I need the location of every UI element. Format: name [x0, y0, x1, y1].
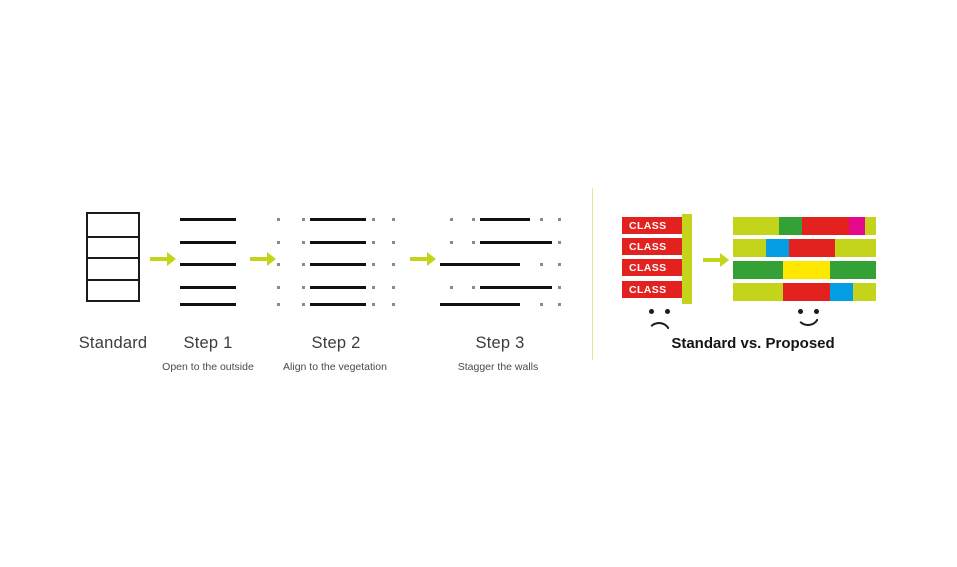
vegetation-dot	[558, 241, 561, 244]
wall-line	[310, 218, 366, 221]
step-caption-step3: Stagger the walls	[457, 361, 539, 373]
vegetation-dot	[450, 218, 453, 221]
arrow-icon	[703, 253, 729, 267]
wall-line	[440, 263, 520, 266]
segment	[834, 239, 876, 257]
class-bar: CLASS	[622, 217, 682, 234]
segment	[733, 239, 766, 257]
step-label-standard: Standard	[78, 334, 148, 352]
wall-line	[310, 241, 366, 244]
vegetation-dot	[472, 241, 475, 244]
vegetation-dot	[372, 218, 375, 221]
segment	[778, 217, 802, 235]
segment	[733, 283, 784, 301]
standard-floorplan-box	[86, 212, 140, 302]
wall-line	[480, 218, 530, 221]
wall-line	[180, 263, 236, 266]
vegetation-dot	[392, 218, 395, 221]
step-caption-step1: Open to the outside	[162, 361, 254, 373]
proposed-row	[733, 261, 876, 279]
vegetation-dot	[277, 263, 280, 266]
proposed-row	[733, 283, 876, 301]
class-bar: CLASS	[622, 281, 682, 298]
segment	[788, 239, 835, 257]
wall-line	[180, 218, 236, 221]
step-label-step2: Step 2	[311, 334, 361, 352]
wall-line	[440, 303, 520, 306]
arrow-icon	[410, 252, 436, 266]
wall-line	[180, 303, 236, 306]
segment	[783, 283, 831, 301]
wall-line	[310, 303, 366, 306]
class-bar: CLASS	[622, 238, 682, 255]
proposed-row	[733, 217, 876, 235]
vegetation-dot	[540, 303, 543, 306]
vegetation-dot	[372, 241, 375, 244]
vegetation-dot	[540, 218, 543, 221]
vegetation-dot	[558, 286, 561, 289]
segment	[783, 261, 831, 279]
segment	[864, 217, 876, 235]
step1-walls-group	[180, 205, 236, 315]
class-bar: CLASS	[622, 259, 682, 276]
vegetation-dot	[392, 241, 395, 244]
vegetation-dot	[302, 263, 305, 266]
vegetation-dot	[302, 286, 305, 289]
room-divider	[88, 278, 138, 281]
step-label-step1: Step 1	[183, 334, 233, 352]
room-divider	[88, 257, 138, 259]
sad-face-icon	[640, 309, 680, 335]
step-label-step3: Step 3	[475, 334, 525, 352]
segment	[830, 261, 876, 279]
vegetation-dot	[277, 286, 280, 289]
vegetation-dot	[302, 241, 305, 244]
panel-divider	[592, 188, 593, 360]
vegetation-dot	[450, 241, 453, 244]
arrow-icon	[150, 252, 176, 266]
vegetation-dot	[392, 303, 395, 306]
vegetation-dot	[372, 286, 375, 289]
segment	[830, 283, 854, 301]
proposed-row	[733, 239, 876, 257]
step2-walls-group	[276, 205, 396, 315]
step-caption-step2: Align to the vegetation	[283, 361, 387, 373]
vegetation-dot	[302, 303, 305, 306]
segment	[765, 239, 789, 257]
vegetation-dot	[450, 286, 453, 289]
vegetation-dot	[392, 286, 395, 289]
vegetation-dot	[277, 241, 280, 244]
wall-line	[310, 286, 366, 289]
wall-line	[310, 263, 366, 266]
room-divider	[88, 235, 138, 238]
vegetation-dot	[540, 263, 543, 266]
vegetation-dot	[392, 263, 395, 266]
standard-green-strip	[682, 214, 692, 304]
panel-title-standard-vs-proposed: Standard vs. Proposed	[671, 335, 835, 352]
vegetation-dot	[558, 263, 561, 266]
segment	[733, 261, 784, 279]
vegetation-dot	[277, 303, 280, 306]
wall-line	[180, 286, 236, 289]
vegetation-dot	[372, 303, 375, 306]
arrow-icon	[250, 252, 276, 266]
vegetation-dot	[372, 263, 375, 266]
vegetation-dot	[472, 218, 475, 221]
segment	[848, 217, 865, 235]
vegetation-dot	[472, 286, 475, 289]
segment	[733, 217, 779, 235]
wall-line	[480, 241, 552, 244]
wall-line	[480, 286, 552, 289]
vegetation-dot	[558, 303, 561, 306]
step3-walls-group	[440, 205, 561, 315]
wall-line	[180, 241, 236, 244]
happy-face-icon	[789, 309, 829, 335]
vegetation-dot	[302, 218, 305, 221]
vegetation-dot	[277, 218, 280, 221]
vegetation-dot	[558, 218, 561, 221]
segment	[853, 283, 876, 301]
segment	[801, 217, 849, 235]
